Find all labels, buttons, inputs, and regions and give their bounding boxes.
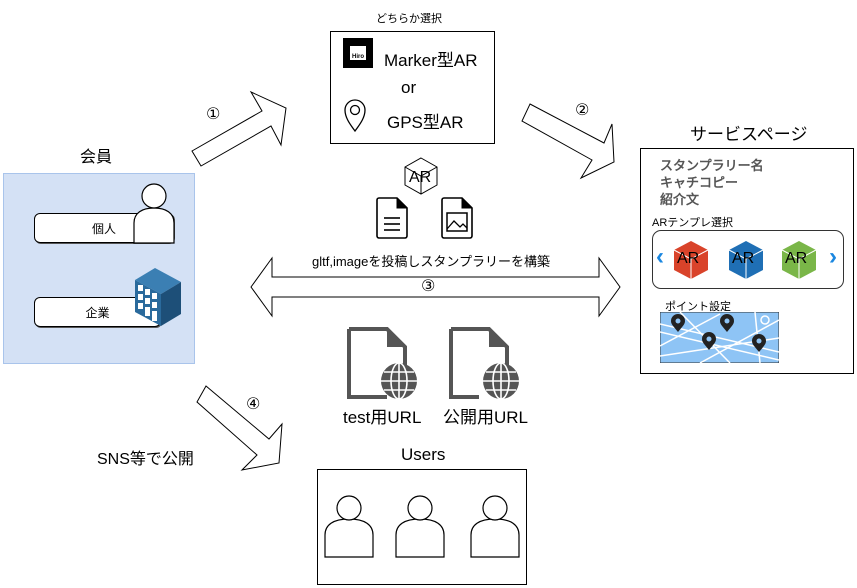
ar-template-red-label: AR bbox=[677, 250, 700, 267]
ar-template-red[interactable] bbox=[673, 240, 709, 280]
step1-arrow bbox=[191, 90, 287, 167]
ar-cube-icon bbox=[404, 157, 438, 195]
user-icon bbox=[470, 495, 520, 558]
user-icon bbox=[324, 495, 374, 558]
point-setting-label: ポイント設定 bbox=[665, 301, 731, 313]
point-setting-map[interactable] bbox=[660, 312, 779, 363]
step4-arrow bbox=[196, 385, 283, 471]
members-title: 会員 bbox=[80, 149, 113, 166]
ar-cube-text: AR bbox=[409, 169, 432, 186]
marker-ar-label: Marker型AR bbox=[384, 51, 478, 70]
company-label: 企業 bbox=[85, 305, 110, 320]
or-label: or bbox=[401, 78, 417, 97]
step1-label: ① bbox=[206, 106, 221, 123]
step3-double-arrow bbox=[250, 256, 621, 318]
hiro-marker-icon: Hiro bbox=[343, 38, 373, 68]
user-icon bbox=[395, 495, 445, 558]
build-caption: gltf,imageを投稿しスタンプラリーを構築 bbox=[312, 254, 550, 269]
step2-label: ② bbox=[575, 102, 590, 119]
carousel-prev-icon[interactable]: ‹ bbox=[656, 243, 664, 270]
step2-arrow bbox=[521, 103, 615, 180]
hiro-marker-text: Hiro bbox=[350, 46, 366, 60]
service-page-title: サービスページ bbox=[690, 125, 808, 144]
document-file-icon bbox=[376, 197, 408, 239]
step4-label: ④ bbox=[246, 396, 261, 413]
person-icon bbox=[133, 183, 175, 244]
public-url-web-page-icon bbox=[449, 327, 519, 400]
introduction-field[interactable]: 紹介文 bbox=[660, 192, 700, 207]
public-url-label[interactable]: 公開用URL bbox=[443, 408, 529, 427]
image-file-icon bbox=[441, 197, 473, 239]
test-url-label[interactable]: test用URL bbox=[343, 408, 422, 427]
ar-template-carousel bbox=[652, 230, 844, 289]
ar-template-blue-label: AR bbox=[732, 250, 755, 267]
ar-template-green-label: AR bbox=[785, 250, 808, 267]
step3-label: ③ bbox=[421, 278, 436, 295]
location-pin-icon bbox=[344, 99, 366, 133]
choice-caption: どちらか選択 bbox=[376, 13, 442, 25]
individual-label: 個人 bbox=[91, 221, 116, 236]
office-building-icon bbox=[135, 268, 181, 326]
ar-template-green[interactable] bbox=[781, 240, 817, 280]
publish-label: SNS等で公開 bbox=[97, 451, 194, 468]
test-url-web-page-icon bbox=[347, 327, 417, 400]
users-group bbox=[324, 495, 520, 558]
gps-ar-label: GPS型AR bbox=[387, 113, 464, 132]
ar-template-select-label: ARテンプレ選択 bbox=[652, 217, 733, 229]
carousel-next-icon[interactable]: › bbox=[829, 243, 837, 270]
ar-template-blue[interactable] bbox=[728, 240, 764, 280]
members-panel bbox=[3, 173, 195, 364]
users-title: Users bbox=[401, 445, 446, 464]
catch-copy-field[interactable]: キャチコピー bbox=[660, 175, 739, 190]
stamp-rally-name-field[interactable]: スタンプラリー名 bbox=[660, 158, 764, 173]
